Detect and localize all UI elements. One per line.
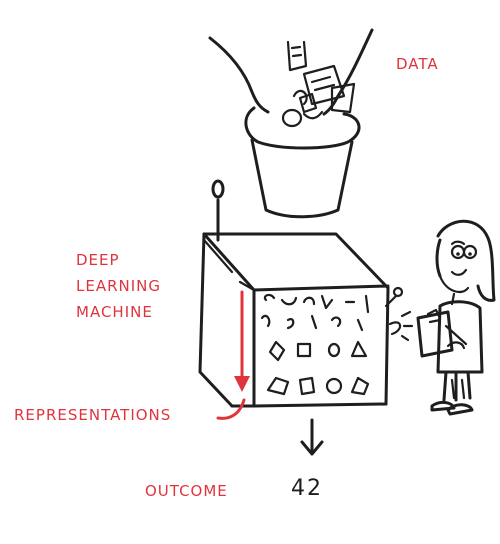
representation-arrow-icon [234,290,250,392]
machine-label: MACHINE [76,303,153,321]
learning-label: LEARNING [76,277,162,295]
down-arrow-icon [300,418,324,456]
machine-lever [211,179,225,242]
representations-label: REPRESENTATIONS [14,406,172,424]
outcome-label: OUTCOME [145,482,228,500]
deep-label: DEEP [76,251,120,269]
representation-shapes-middle [268,340,368,362]
representation-shapes-bottom [266,376,370,396]
funnel-icon [244,106,361,219]
machine-knob-icon [384,286,414,342]
outcome-value: 42 [291,476,323,501]
machine-box-icon [198,232,390,408]
data-label: DATA [396,55,439,73]
data-papers-icon [286,40,356,114]
funnel-arms [208,28,374,116]
person-with-clipboard-icon [416,219,496,416]
representation-pointer [216,398,246,420]
representation-shapes-top [260,293,370,332]
